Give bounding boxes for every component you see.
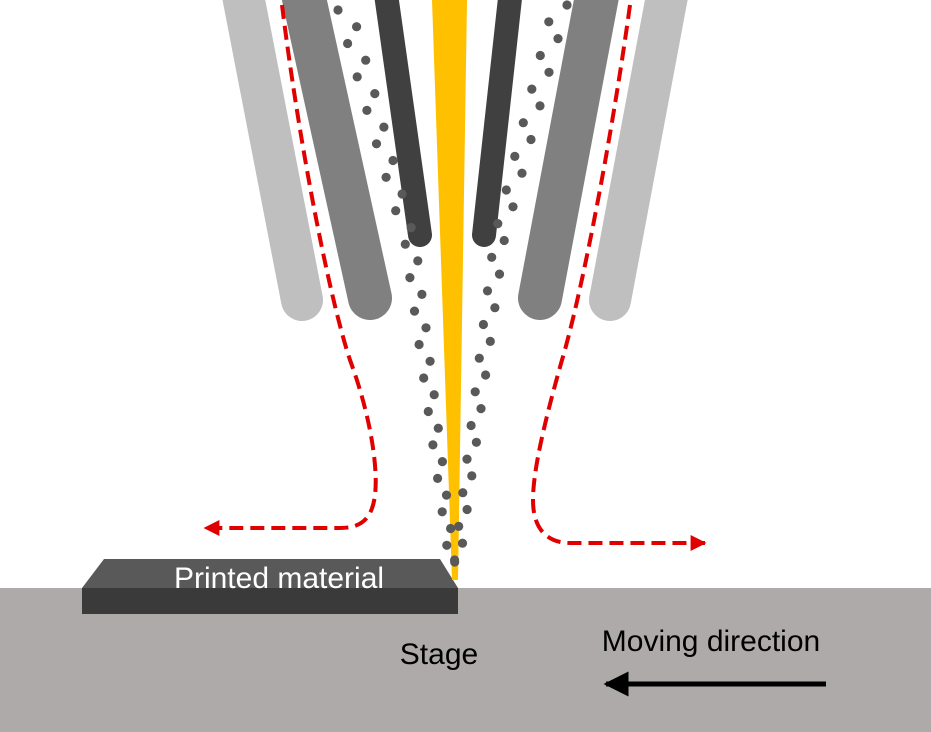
powder-particle	[361, 55, 371, 65]
powder-particle	[379, 122, 389, 132]
outer-tube-right	[589, 0, 688, 321]
moving-direction-label: Moving direction	[602, 625, 820, 658]
gas-flow-right	[530, 4, 707, 551]
powder-particle	[437, 507, 447, 517]
powder-particle	[409, 306, 420, 316]
powder-particle	[544, 67, 554, 77]
powder-particle	[397, 189, 407, 199]
powder-particle	[333, 5, 343, 15]
printed-material	[82, 559, 458, 614]
powder-particle	[544, 17, 554, 27]
outer-tube-left	[222, 0, 323, 321]
powder-particle	[553, 34, 563, 44]
powder-particle	[441, 490, 452, 500]
powder-particle	[428, 440, 438, 450]
middle-tube-left	[281, 0, 392, 320]
powder-particle	[485, 336, 495, 346]
powder-particle	[535, 101, 545, 111]
powder-particle	[474, 353, 484, 363]
powder-particle	[471, 437, 481, 447]
powder-particle	[433, 423, 443, 433]
powder-particle	[482, 286, 493, 296]
powder-particle	[527, 84, 537, 94]
powder-particle	[421, 323, 431, 333]
powder-particle	[352, 72, 362, 82]
powder-particle	[457, 538, 468, 548]
powder-particle	[499, 235, 509, 246]
powder-particle	[370, 89, 380, 99]
powder-particle	[462, 454, 472, 464]
powder-particle	[437, 457, 447, 467]
powder-particle	[487, 252, 497, 262]
powder-particle	[458, 488, 468, 498]
printed-material-top	[82, 559, 458, 588]
gas-flow-left	[203, 4, 378, 536]
powder-particle	[419, 373, 429, 383]
powder-particle	[450, 555, 460, 565]
powder-particle	[405, 273, 415, 283]
middle-tube-right	[518, 0, 619, 320]
powder-particle	[518, 118, 528, 128]
powder-particle	[454, 521, 464, 532]
printed-material-front	[82, 588, 458, 614]
powder-particle	[433, 473, 443, 483]
powder-particle	[371, 139, 382, 149]
laser-beam	[432, 0, 467, 580]
powder-particle	[388, 155, 398, 166]
powder-particle	[493, 219, 503, 229]
powder-particle	[510, 151, 520, 161]
powder-particle	[362, 105, 372, 115]
powder-particle	[501, 185, 511, 195]
powder-particle	[526, 134, 536, 145]
powder-particle	[417, 289, 427, 299]
powder-particle	[494, 269, 505, 279]
powder-particle	[423, 406, 433, 417]
powder-particle	[425, 356, 435, 366]
powder-particle	[343, 38, 353, 49]
powder-particle	[478, 319, 488, 330]
powder-particle	[467, 471, 477, 481]
powder-particle	[462, 504, 472, 515]
powder-particle	[562, 0, 572, 10]
powder-particle	[413, 256, 423, 266]
powder-particle	[490, 303, 500, 313]
powder-particle	[414, 339, 424, 350]
inner-tube-right	[472, 0, 522, 247]
stage-label: Stage	[400, 638, 478, 671]
powder-particle	[391, 206, 401, 216]
powder-particle	[481, 370, 491, 380]
inner-tube-left	[374, 0, 432, 247]
powder-particle	[466, 420, 476, 431]
powder-particle	[381, 172, 391, 182]
powder-particle	[352, 22, 362, 32]
powder-particle	[442, 540, 452, 550]
powder-particle	[535, 50, 545, 61]
powder-stream	[333, 0, 572, 567]
powder-particle	[470, 387, 480, 397]
powder-particle	[446, 523, 456, 534]
powder-particle	[517, 168, 527, 178]
powder-particle	[476, 404, 486, 414]
printed-material-label: Printed material	[174, 562, 384, 595]
powder-particle	[508, 202, 518, 212]
powder-particle	[400, 239, 410, 249]
powder-particle	[429, 390, 439, 400]
powder-particle	[406, 222, 416, 233]
